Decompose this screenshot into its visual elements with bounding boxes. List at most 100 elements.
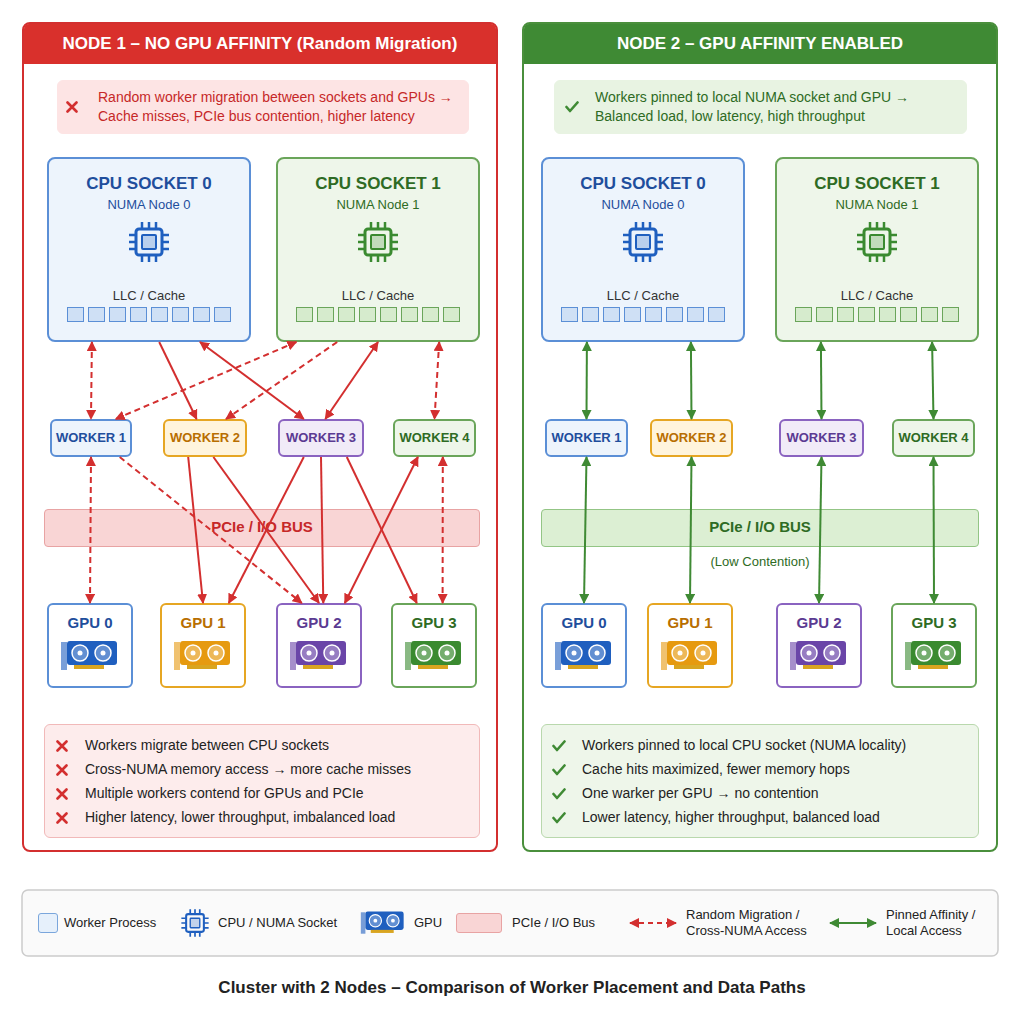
node-label: LLC / Cache <box>49 288 249 303</box>
node-label: GPU 1 <box>162 614 244 631</box>
node-label: GPU 0 <box>543 614 625 631</box>
connector <box>200 342 304 419</box>
list-item: Cross-NUMA memory access → more cache mi… <box>85 759 471 779</box>
connector <box>932 342 933 419</box>
node-label: WORKER 1 <box>547 421 626 455</box>
connector <box>586 342 588 419</box>
node-panel: NODE 1 – NO GPU AFFINITY (Random Migrati… <box>22 22 498 852</box>
connector <box>690 342 693 419</box>
connector <box>819 457 822 603</box>
cpu-icon <box>623 222 663 262</box>
pcie-bus-band: PCIe / I/O BUS <box>44 509 480 547</box>
cross-icon <box>58 742 67 751</box>
connector <box>584 457 587 603</box>
connector <box>90 457 91 603</box>
cross-icon <box>58 766 67 775</box>
node-label: WORKER 3 <box>280 421 362 455</box>
legend-frame <box>22 890 998 956</box>
connector <box>120 457 302 603</box>
connector <box>226 342 337 419</box>
cross-icon <box>58 814 67 823</box>
legend-text: Random Migration / Cross-NUMA Access <box>686 907 818 939</box>
connector <box>90 342 93 419</box>
cache-cells <box>68 308 231 322</box>
node-label: WORKER 2 <box>652 421 731 455</box>
connector <box>321 457 323 603</box>
node-label: LLC / Cache <box>543 288 743 303</box>
node-label: WORKER 2 <box>165 421 245 455</box>
connector <box>347 457 417 603</box>
node-label: GPU 2 <box>778 614 860 631</box>
check-icon <box>554 742 565 751</box>
node-label: CPU SOCKET 0 <box>49 174 249 194</box>
legend-swatch <box>38 913 58 933</box>
gpu-icon <box>290 641 346 670</box>
gpu-icon <box>790 641 846 670</box>
cross-icon <box>58 790 67 799</box>
gpu-box: GPU 0 <box>541 603 627 688</box>
legend-text: PCIe / I/O Bus <box>512 915 622 931</box>
gpu-box: GPU 3 <box>891 603 977 688</box>
gpu-box: GPU 3 <box>391 603 477 688</box>
cpu-socket-box: CPU SOCKET 1NUMA Node 1LLC / Cache <box>775 157 979 342</box>
node-label: NUMA Node 1 <box>278 197 478 212</box>
node-label: PCIe / I/O BUS <box>45 510 479 544</box>
connector <box>435 342 440 419</box>
node-label: GPU 1 <box>649 614 731 631</box>
summary-box: Workers migrate between CPU socketsCross… <box>44 724 480 838</box>
cpu-icon <box>358 222 398 262</box>
node-label: NUMA Node 0 <box>49 197 249 212</box>
caption: Cluster with 2 Nodes – Comparison of Wor… <box>0 978 1024 998</box>
node-label: Random worker migration between sockets … <box>98 88 454 126</box>
node-label: LLC / Cache <box>777 288 977 303</box>
gpu-icon <box>61 641 117 670</box>
node-label: WORKER 1 <box>52 421 130 455</box>
node-label: GPU 0 <box>49 614 131 631</box>
cache-cells <box>562 308 725 322</box>
connector <box>442 457 444 603</box>
node-label: WORKER 4 <box>894 421 973 455</box>
node-label: CPU SOCKET 0 <box>543 174 743 194</box>
gpu-icon <box>555 641 611 670</box>
worker-box: WORKER 4 <box>393 419 476 457</box>
worker-box: WORKER 2 <box>650 419 733 457</box>
node-label: WORKER 4 <box>395 421 474 455</box>
list-item: Workers migrate between CPU sockets <box>85 735 471 755</box>
connector <box>213 457 319 603</box>
worker-box: WORKER 3 <box>278 419 364 457</box>
summary-box: Workers pinned to local CPU socket (NUMA… <box>541 724 979 838</box>
connector <box>325 342 378 419</box>
node-label: GPU 3 <box>393 614 475 631</box>
legend-text: Pinned Affinity / Local Access <box>886 907 996 939</box>
connector <box>933 457 936 603</box>
legend-line-sample <box>630 922 676 924</box>
panel-heading: NODE 1 – NO GPU AFFINITY (Random Migrati… <box>24 24 496 64</box>
node-label: CPU SOCKET 1 <box>278 174 478 194</box>
node-panel: NODE 2 – GPU AFFINITY ENABLED Workers pin… <box>522 22 998 852</box>
cpu-icon <box>857 222 897 262</box>
check-icon <box>554 814 565 823</box>
gpu-icon <box>174 641 230 670</box>
check-icon <box>554 766 565 775</box>
cross-icon <box>68 103 77 112</box>
cache-cells <box>297 308 460 322</box>
legend-cpu-icon <box>181 909 208 936</box>
pcie-bus-band: PCIe / I/O BUS(Low Contention) <box>541 509 979 547</box>
worker-box: WORKER 1 <box>50 419 132 457</box>
list-item: Lower latency, higher throughput, balanc… <box>582 807 970 827</box>
connector <box>820 342 823 419</box>
connector <box>116 342 297 419</box>
connector <box>188 457 203 603</box>
cpu-socket-box: CPU SOCKET 0 NUMA Node 0 LLC / Cache <box>47 157 251 342</box>
note-box: Workers pinned to local NUMA socket and … <box>554 80 967 134</box>
legend-text: Worker Process <box>64 915 174 931</box>
list-item: One warker per GPU → no contention <box>582 783 970 803</box>
worker-box: WORKER 2 <box>163 419 247 457</box>
check-icon <box>567 103 578 112</box>
panel-heading: NODE 2 – GPU AFFINITY ENABLED <box>524 24 996 64</box>
node-label: LLC / Cache <box>278 288 478 303</box>
gpu-box: GPU 2 <box>276 603 362 688</box>
legend-text: GPU <box>414 915 454 931</box>
